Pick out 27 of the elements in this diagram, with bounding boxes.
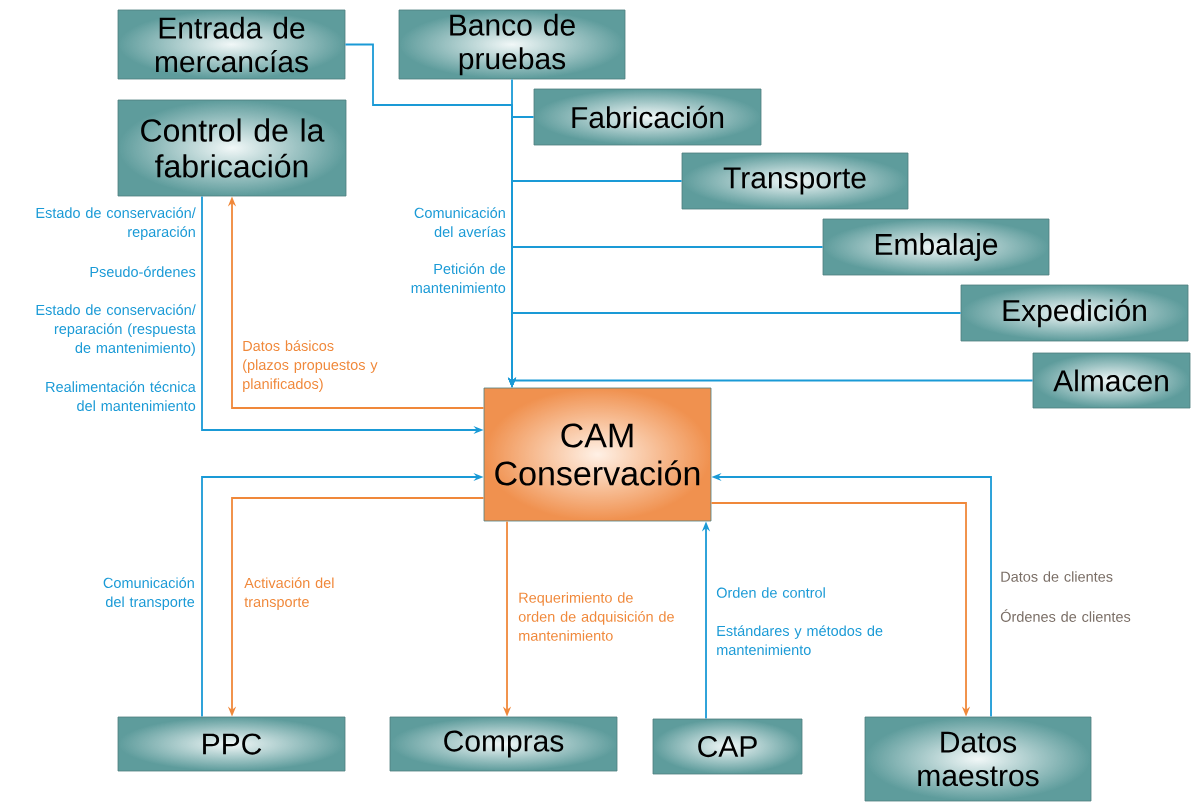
- process-box: Almacen: [1032, 352, 1191, 409]
- central-box: CAM Conservación: [483, 387, 712, 522]
- process-box: Datos maestros: [864, 716, 1092, 802]
- flow-label: Estado de conservación/ reparación (respuesta de mantenimiento): [36, 304, 196, 356]
- flow-label: Realimentación técnica del mantenimiento: [46, 381, 196, 411]
- flow-label: Petición de mantenimiento: [411, 263, 506, 293]
- process-box: CAP: [652, 718, 803, 775]
- process-box: Control de la fabricación: [117, 99, 347, 197]
- flow-label: Activación del transporte: [244, 577, 334, 610]
- flow-label: Órdenes de clientes: [1000, 609, 1131, 622]
- process-box: Transporte: [681, 152, 909, 210]
- process-box: Expedición: [960, 284, 1189, 342]
- flow-label: Datos de clientes: [1001, 571, 1113, 582]
- flow-label: Pseudo-órdenes: [90, 266, 196, 277]
- process-box: Fabricación: [533, 88, 762, 146]
- flow-label: Orden de control: [716, 587, 825, 598]
- flow-label: Comunicación del transporte: [103, 577, 195, 610]
- flow-label: Comunicación del averías: [414, 207, 506, 237]
- flow-label: Requerimiento de orden de adquisición de mantenimiento: [518, 592, 674, 641]
- process-box: PPC: [117, 716, 346, 772]
- process-box: Entrada de mercancías: [117, 9, 346, 80]
- flow-label: Estándares y métodos de mantenimiento: [717, 625, 883, 656]
- flow-label: Estado de conservación/ reparación: [36, 207, 196, 240]
- process-box: Compras: [389, 716, 618, 772]
- flow-label: Datos básicos (plazos propuestos y planificados): [243, 340, 378, 392]
- process-box: Embalaje: [822, 218, 1050, 276]
- process-box: Banco de pruebas: [398, 9, 626, 80]
